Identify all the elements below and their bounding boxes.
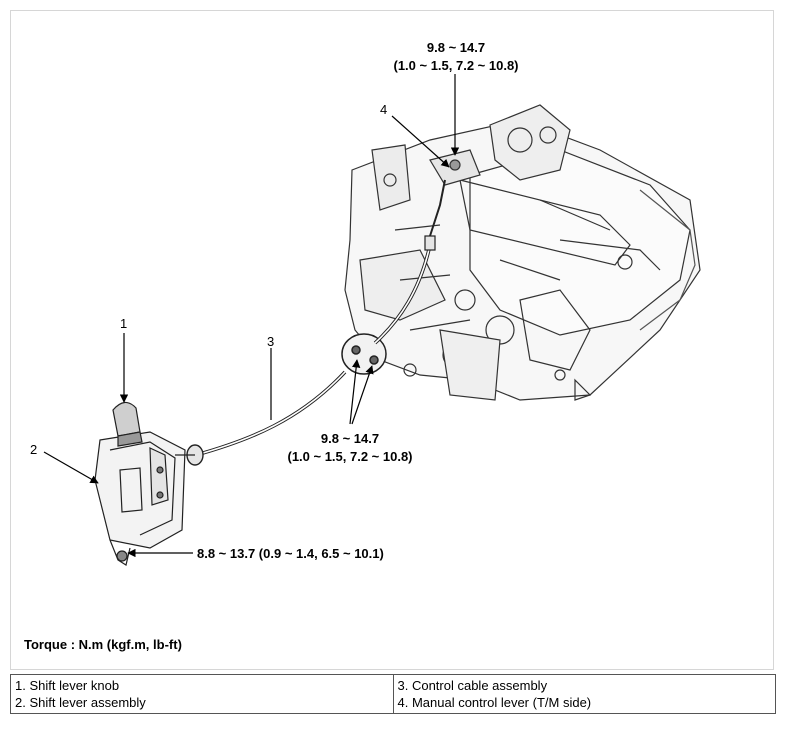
leader-2 bbox=[43, 451, 99, 484]
torque-top-line2: (1.0 ~ 1.5, 7.2 ~ 10.8) bbox=[393, 58, 518, 73]
transaxle-assembly bbox=[344, 104, 701, 401]
parts-legend-table: 1. Shift lever knob 2. Shift lever assem… bbox=[10, 674, 776, 714]
torque-middle-line2: (1.0 ~ 1.5, 7.2 ~ 10.8) bbox=[287, 449, 412, 464]
shift-lever-assembly-drawing bbox=[94, 431, 195, 566]
torque-top-line1: 9.8 ~ 14.7 bbox=[427, 40, 485, 55]
leader-4 bbox=[391, 115, 450, 168]
legend-cell: 1. Shift lever knob 2. Shift lever assem… bbox=[10, 674, 394, 714]
legend-item-3: 3. Control cable assembly bbox=[397, 678, 548, 693]
callout-2: 2 bbox=[30, 442, 37, 457]
callout-3: 3 bbox=[267, 334, 274, 349]
control-cable bbox=[186, 179, 446, 466]
callout-1: 1 bbox=[120, 316, 127, 331]
torque-middle-line1: 9.8 ~ 14.7 bbox=[321, 431, 379, 446]
leader-lines bbox=[43, 74, 460, 558]
legend-item-4: 4. Manual control lever (T/M side) bbox=[397, 695, 592, 710]
torque-bottom: 8.8 ~ 13.7 (0.9 ~ 1.4, 6.5 ~ 10.1) bbox=[197, 546, 384, 561]
leader-mid-torque-b bbox=[351, 365, 374, 425]
callout-4: 4 bbox=[380, 102, 387, 117]
shift-lever-knob-drawing bbox=[112, 401, 143, 447]
legend-cell: 3. Control cable assembly 4. Manual cont… bbox=[392, 674, 776, 714]
legend-row: 1. Shift lever knob 2. Shift lever assem… bbox=[10, 674, 776, 714]
legend-item-2: 2. Shift lever assembly bbox=[15, 695, 146, 710]
legend-item-1: 1. Shift lever knob bbox=[15, 678, 120, 693]
leader-mid-torque-a bbox=[349, 359, 361, 425]
torque-unit-note: Torque : N.m (kgf.m, lb-ft) bbox=[24, 637, 182, 652]
